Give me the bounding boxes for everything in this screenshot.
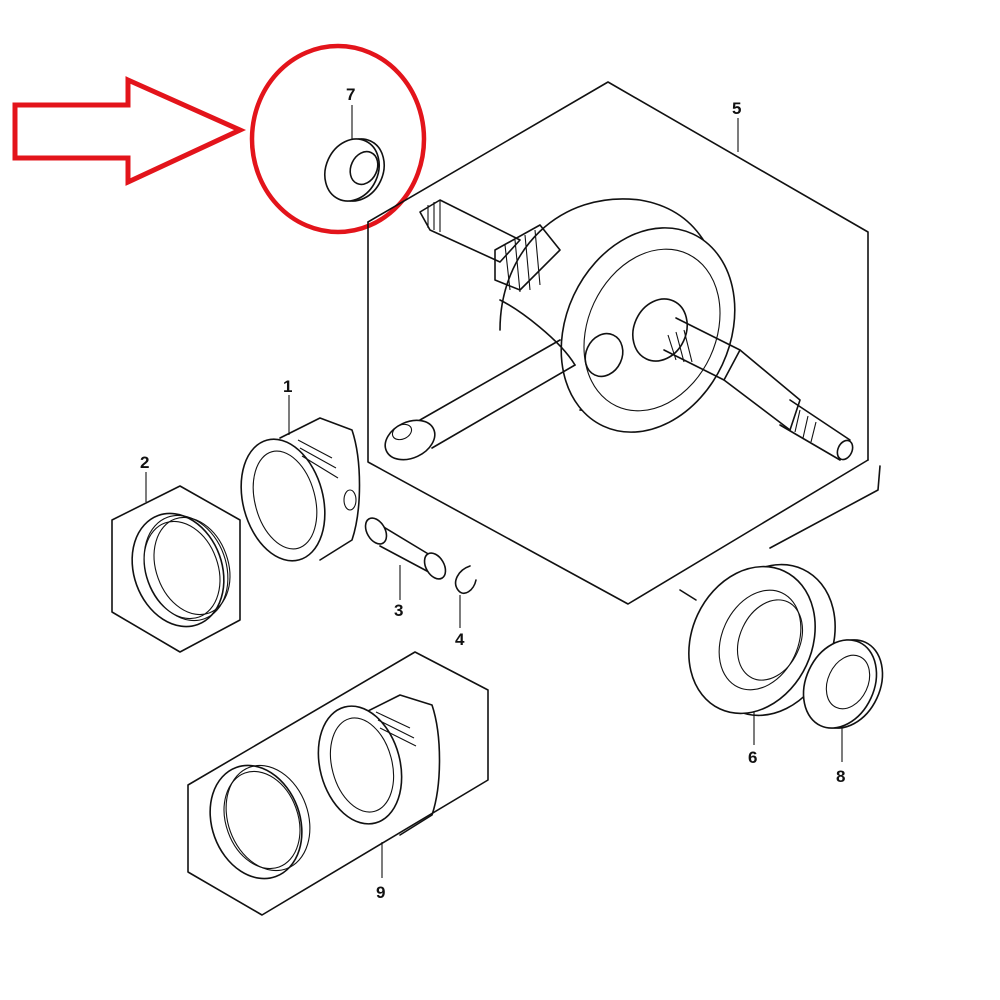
part-1-piston [240,395,361,562]
part-4-circlip [454,565,477,628]
label-4: 4 [455,630,465,649]
highlight-circle [249,43,427,235]
label-1: 1 [283,377,292,396]
part-2-rings [111,472,241,653]
label-2: 2 [140,453,149,472]
label-9: 9 [376,883,385,902]
part-5-crankshaft [367,81,881,605]
part-6-bearing [688,563,836,745]
part-8-oil-seal [802,639,884,762]
highlight-arrow [12,76,247,186]
label-3: 3 [394,601,403,620]
label-5: 5 [732,99,741,118]
label-7: 7 [346,85,355,104]
part-3-piston-pin [364,517,447,600]
label-8: 8 [836,767,845,786]
part-labels: 7 5 1 2 3 4 6 8 9 [140,85,845,902]
part-7-bearing [324,105,385,202]
part-9-piston-set [187,651,489,916]
label-6: 6 [748,748,757,767]
